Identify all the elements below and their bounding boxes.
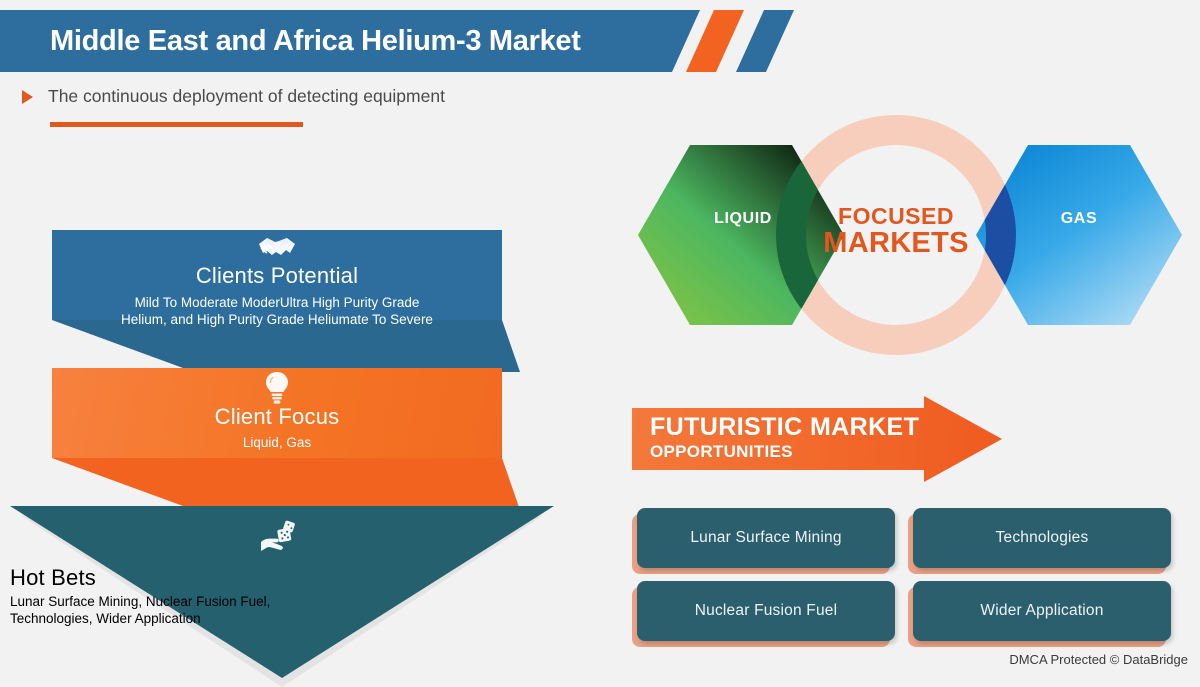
- card-nuclear-fusion-fuel[interactable]: Nuclear Fusion Fuel: [632, 581, 895, 647]
- triangle-right-icon: [22, 90, 33, 104]
- card-wider-application[interactable]: Wider Application: [908, 581, 1171, 647]
- card-technologies[interactable]: Technologies: [908, 508, 1171, 574]
- arrow-shape: [632, 396, 1002, 482]
- focused-markets-graphic: LIQUID GAS FOCUSED MARKETS: [620, 85, 1200, 395]
- funnel-band-2-line1: Liquid, Gas: [242, 435, 312, 450]
- lightbulb-icon: [52, 371, 502, 410]
- hand-dice-icon: [10, 520, 554, 559]
- funnel-band-3-title: Hot Bets: [10, 565, 96, 590]
- hexagon-gas: [976, 145, 1182, 325]
- hexagon-liquid: [638, 145, 844, 325]
- focus-center-line2: MARKETS: [823, 227, 969, 259]
- subtitle-text: The continuous deployment of detecting e…: [48, 86, 445, 106]
- card-face: Technologies: [913, 508, 1171, 568]
- funnel-band-3-line1: Lunar Surface Mining, Nuclear Fusion Fue…: [10, 594, 271, 609]
- card-face: Wider Application: [913, 581, 1171, 641]
- funnel-band-2-fold: [52, 458, 520, 510]
- funnel-band-client-focus: Client Focus Liquid, Gas: [52, 368, 502, 458]
- hexagon-liquid-label: LIQUID: [714, 210, 772, 227]
- card-label: Nuclear Fusion Fuel: [694, 602, 838, 619]
- footer-dmca-notice: DMCA Protected © DataBridge: [1009, 652, 1188, 667]
- page-title: Middle East and Africa Helium-3 Market: [50, 25, 581, 57]
- header-banner: Middle East and Africa Helium-3 Market: [0, 10, 794, 72]
- hexagon-gas-label: GAS: [1060, 210, 1098, 227]
- card-face: Nuclear Fusion Fuel: [637, 581, 895, 641]
- card-label: Technologies: [995, 529, 1089, 546]
- funnel-band-1-title: Clients Potential: [195, 263, 359, 288]
- funnel-band-1-line2: Helium, and High Purity Grade Heliumate …: [121, 312, 433, 327]
- futuristic-market-banner: FUTURISTIC MARKET OPPORTUNITIES: [632, 396, 1002, 482]
- funnel-band-clients-potential: Clients Potential Mild To Moderate Moder…: [52, 230, 502, 327]
- arrow-banner-line1: FUTURISTIC MARKET: [650, 413, 920, 441]
- header-stripe-blue: [736, 10, 794, 72]
- card-face: Lunar Surface Mining: [637, 508, 895, 568]
- funnel-diagram: Clients Potential Mild To Moderate Moder…: [0, 225, 570, 687]
- funnel-band-2-title: Client Focus: [214, 404, 340, 429]
- subtitle-row: The continuous deployment of detecting e…: [22, 82, 722, 112]
- funnel-band-3-line2: Technologies, Wider Application: [10, 611, 201, 626]
- card-label: Wider Application: [980, 602, 1104, 619]
- opportunity-card-grid: Lunar Surface Mining Technologies Nuclea…: [632, 508, 1172, 650]
- card-label: Lunar Surface Mining: [690, 529, 842, 546]
- funnel-band-1-line1: Mild To Moderate ModerUltra High Purity …: [134, 295, 420, 310]
- focus-center-line1: FOCUSED: [838, 203, 954, 229]
- header-bar-shape: [0, 10, 700, 72]
- handshake-icon: [52, 234, 502, 265]
- card-lunar-surface-mining[interactable]: Lunar Surface Mining: [632, 508, 895, 574]
- arrow-banner-line2: OPPORTUNITIES: [650, 442, 793, 461]
- subtitle-underline: [50, 122, 303, 127]
